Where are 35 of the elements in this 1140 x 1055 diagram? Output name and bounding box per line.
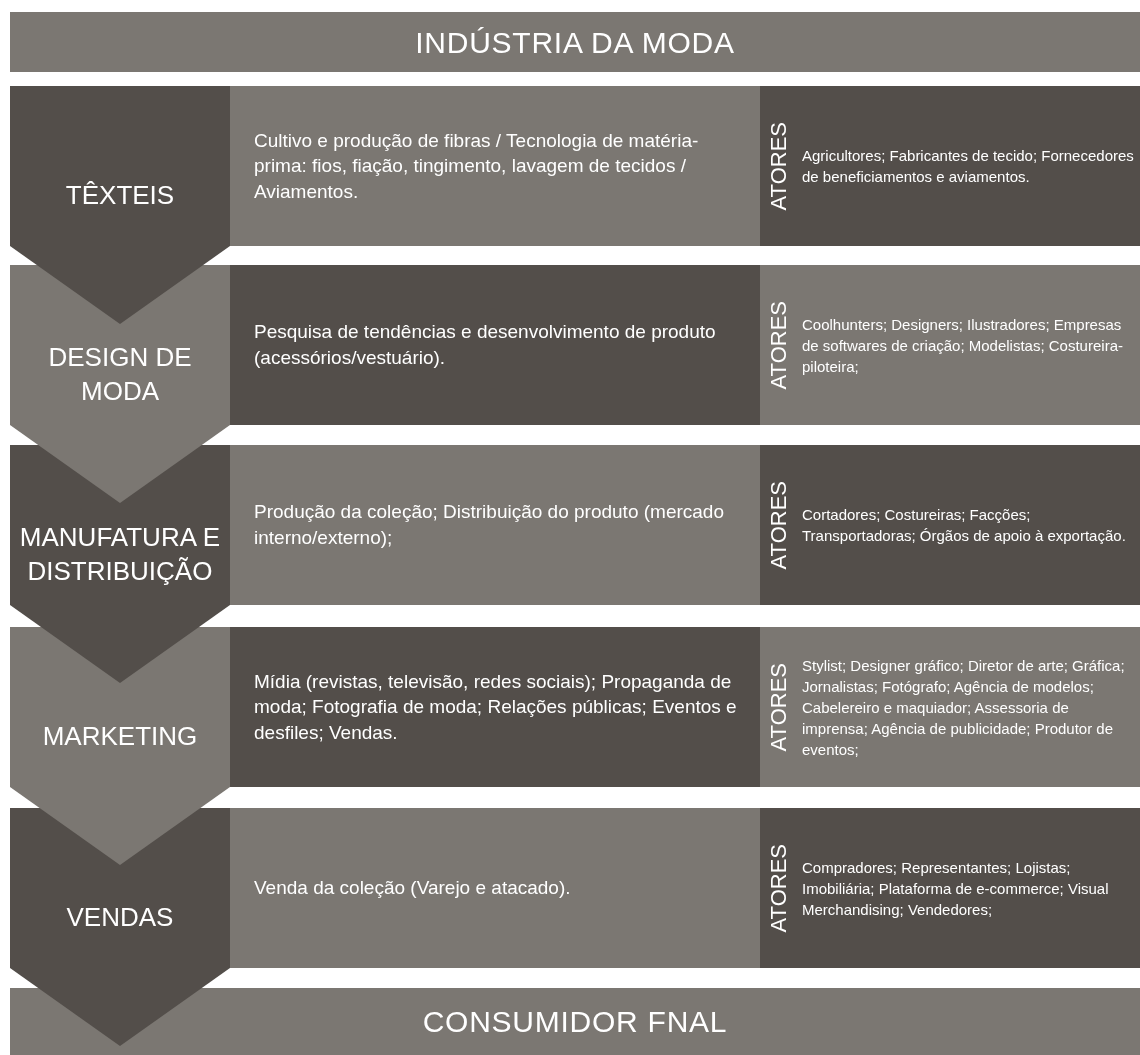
stage-title: VENDAS <box>65 901 175 935</box>
actors-panel <box>760 265 1140 425</box>
chevron-shape <box>10 86 230 324</box>
stage-title: TÊXTEIS <box>64 179 176 213</box>
description-text: Cultivo e produção de fibras / Tecnologia de matéria-prima: fios, fiação, tingimento, lavagem de tecidos / Aviamentos. <box>254 128 700 204</box>
actors-list: Cortadores; Costureiras; Facções; Transportadoras; Órgãos de apoio à exportação. <box>802 504 1136 546</box>
actors-list: Compradores; Representantes; Lojistas; Imobiliária; Plataforma de e-commerce; Visual Merchandising; Vendedores; <box>802 856 1136 920</box>
stage-title: MARKETING <box>41 720 199 754</box>
actors-heading: ATORES <box>768 662 790 752</box>
description-text: Mídia (revistas, televisão, redes sociais); Propaganda de moda; Fotografia de moda; Relações públicas; Eventos e desfiles; Vendas. <box>254 669 738 745</box>
actors-list: Stylist; Designer gráfico; Diretor de arte; Gráfica; Jornalistas; Fotógrafo; Agência de modelos; Cabelereiro e maquiador; Assessoria de imprensa; Agência de publicidade; Produtor de eventos; <box>802 654 1136 760</box>
stage-title: DESIGN DE MODA <box>47 341 193 408</box>
actors-heading: ATORES <box>768 843 790 933</box>
band-title: CONSUMIDOR FNAL <box>422 1004 728 1040</box>
actors-panel <box>760 808 1140 968</box>
actors-panel <box>760 627 1140 787</box>
description-panel <box>230 445 760 605</box>
title-band <box>10 988 1140 1055</box>
description-panel <box>230 265 760 425</box>
actors-heading: ATORES <box>768 300 790 390</box>
description-text: Venda da coleção (Varejo e atacado). <box>254 876 571 901</box>
description-panel <box>230 86 760 246</box>
description-text: Pesquisa de tendências e desenvolvimento de produto (acessórios/vestuário). <box>254 320 717 370</box>
stage-title: MANUFATURA E DISTRIBUIÇÃO <box>18 521 222 588</box>
actors-list: Agricultores; Fabricantes de tecido; Fornecedores de beneficiamentos e aviamentos. <box>802 145 1136 187</box>
title-band <box>10 12 1140 72</box>
actors-list: Coolhunters; Designers; Ilustradores; Empresas de softwares de criação; Modelistas; Costureira-piloteira; <box>802 313 1136 377</box>
band-title: INDÚSTRIA DA MODA <box>415 24 735 61</box>
actors-heading: ATORES <box>768 121 790 211</box>
actors-heading: ATORES <box>768 480 790 570</box>
actors-panel <box>760 445 1140 605</box>
actors-panel <box>760 86 1140 246</box>
description-panel <box>230 808 760 968</box>
description-text: Produção da coleção; Distribuição do produto (mercado interno/externo); <box>254 500 725 550</box>
description-panel <box>230 627 760 787</box>
